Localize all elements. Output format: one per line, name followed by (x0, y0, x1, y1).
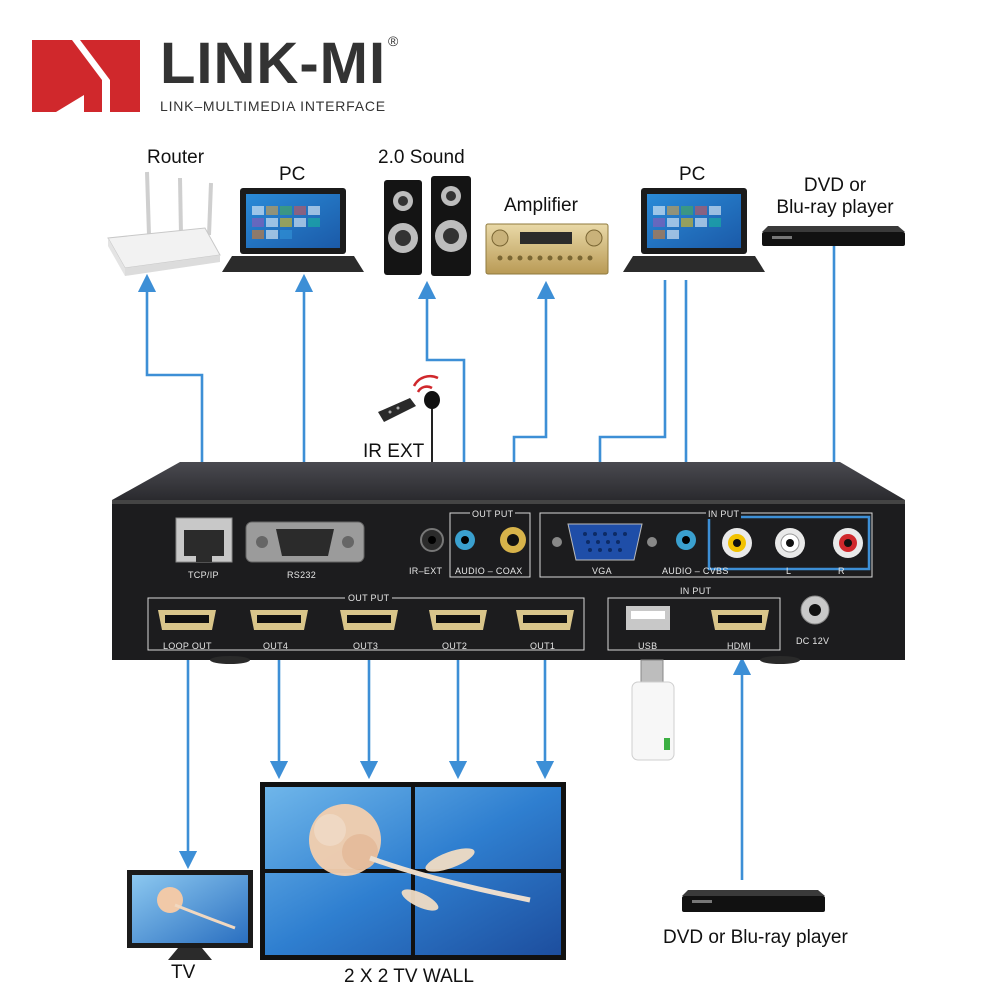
speakers-icon (384, 176, 471, 276)
pc-rs232-label: PC (279, 164, 306, 185)
tv-wall-label: 2 X 2 TV WALL (344, 966, 474, 987)
dvd-player-bottom-icon (682, 890, 825, 912)
loop-out-label: LOOP OUT (163, 641, 212, 651)
line-router-tcpip (137, 273, 204, 512)
usb-in-port (626, 606, 670, 630)
matrix-unit (112, 462, 905, 664)
ir-ext-port-label: IR–EXT (409, 566, 443, 576)
ir-remote-icon (378, 374, 439, 422)
rs232-port (245, 521, 365, 563)
hdmi-out4-port (250, 610, 308, 630)
hdmi-out2-port (429, 610, 487, 630)
hdmi-loop-out-port (158, 610, 216, 630)
tv-wall-icon (260, 782, 566, 960)
audio-cvbs-label: AUDIO – CVBS (662, 566, 729, 576)
dvd-top-label: DVD or Blu-ray player (776, 175, 894, 218)
amplifier-icon (485, 223, 609, 275)
line-audio-sound (417, 280, 466, 528)
out4-label: OUT4 (263, 641, 289, 651)
vga-port-label: VGA (592, 566, 612, 576)
brand-tagline: LINK–MULTIMEDIA INTERFACE (160, 98, 386, 114)
tv-icon (127, 870, 253, 960)
av-input-group-label: IN PUT (706, 509, 742, 519)
vga-in-port (552, 523, 657, 561)
hdmi-out3-port (340, 610, 398, 630)
usb-dongle-icon (631, 659, 675, 761)
brand-logo-mark (32, 40, 140, 112)
sound-label: 2.0 Sound (378, 147, 465, 168)
pc-vga-label: PC (679, 164, 706, 185)
audio-output-group-label: OUT PUT (470, 509, 516, 519)
audio-coax-label: AUDIO – COAX (455, 566, 523, 576)
hdmi-in-port (711, 610, 769, 630)
out1-label: OUT1 (530, 641, 556, 651)
tv-label: TV (171, 962, 196, 983)
dvd-bottom-label: DVD or Blu-ray player (663, 927, 848, 948)
rs232-port-label: RS232 (287, 570, 317, 580)
router-label: Router (147, 147, 205, 168)
hdmi-in-port-label: HDMI (727, 641, 752, 651)
hdmi-output-group-label: OUT PUT (345, 593, 393, 603)
usb-port-label: USB (638, 641, 658, 651)
out3-label: OUT3 (353, 641, 379, 651)
router-icon (107, 171, 221, 276)
ir-ext-label: IR EXT (363, 441, 425, 462)
hdmi-out1-port (516, 610, 574, 630)
dvd-player-top-icon (762, 226, 905, 246)
r-label: R (838, 566, 845, 576)
laptop-rs232-icon (222, 188, 364, 272)
brand-name: LINK-MI (160, 31, 387, 96)
ir-receiver-icon (424, 391, 440, 409)
laptop-vga-icon (623, 188, 765, 272)
amplifier-label: Amplifier (504, 195, 578, 216)
tcpip-port-label: TCP/IP (188, 570, 219, 580)
usb-hdmi-input-group-label: IN PUT (677, 586, 715, 596)
brand-registered-mark: ® (388, 33, 399, 49)
dc-port-label: DC 12V (796, 636, 830, 646)
l-label: L (786, 566, 792, 576)
out2-label: OUT2 (442, 641, 468, 651)
